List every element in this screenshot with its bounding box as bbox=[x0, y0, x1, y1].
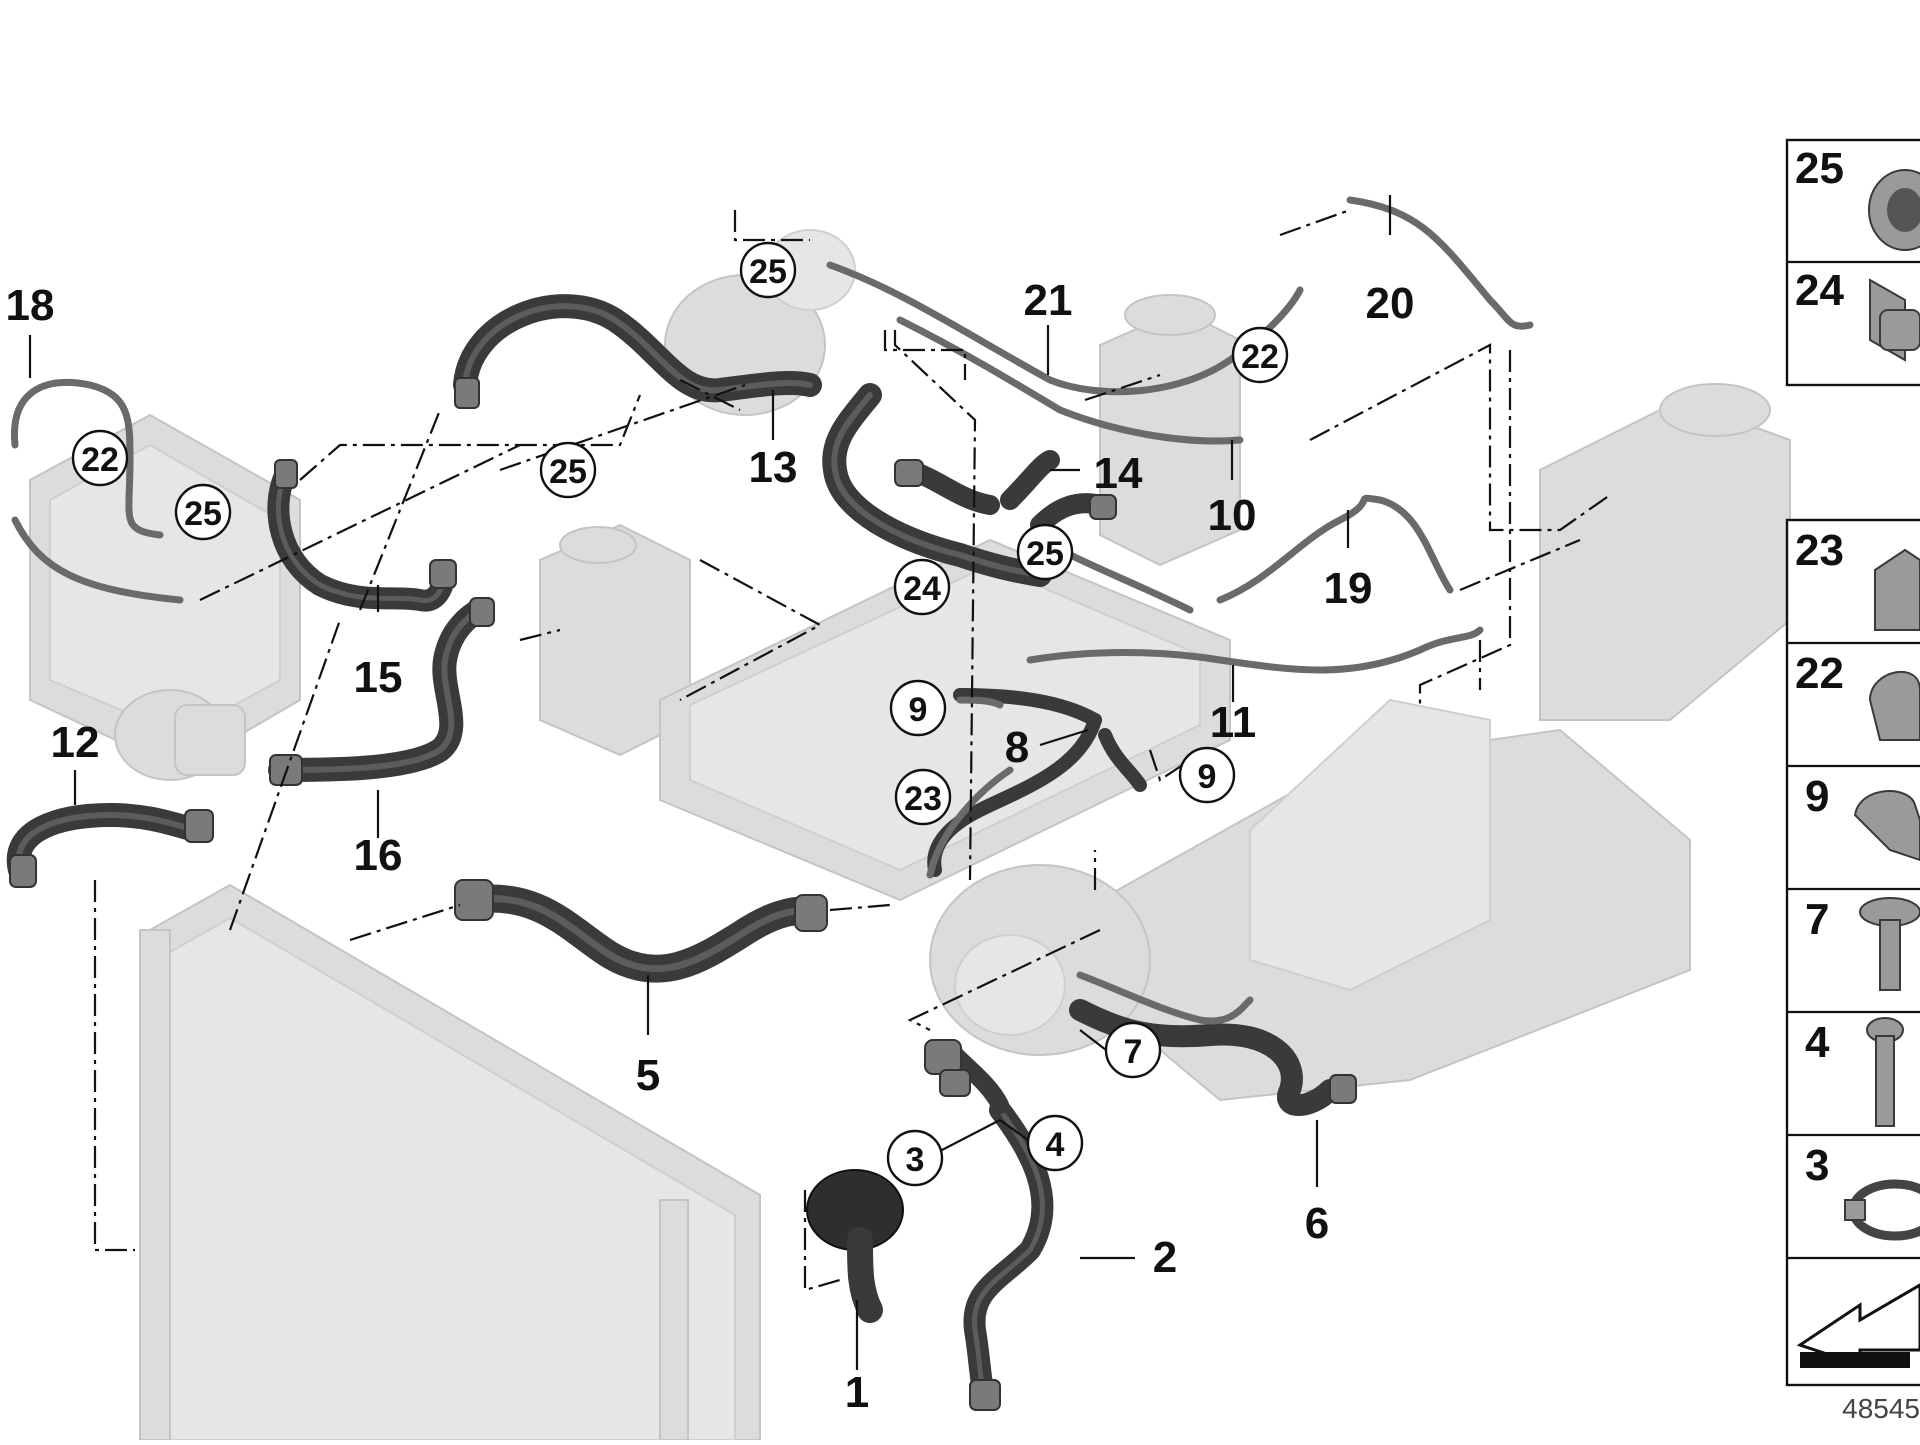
svg-text:7: 7 bbox=[1805, 895, 1829, 944]
svg-text:25: 25 bbox=[1026, 535, 1064, 573]
radiator bbox=[139, 883, 761, 1441]
legend-item-7: 7 bbox=[1805, 895, 1920, 991]
bolt-4-icon bbox=[1866, 1017, 1904, 1127]
legend-item-24: 24 bbox=[1795, 266, 1920, 362]
expansion-tank-middle bbox=[539, 523, 691, 757]
circled-label-25a: 25 bbox=[739, 241, 797, 299]
svg-text:7: 7 bbox=[1124, 1033, 1143, 1071]
svg-text:24: 24 bbox=[903, 570, 941, 608]
svg-text:22: 22 bbox=[1795, 649, 1844, 698]
label-5: 5 bbox=[636, 1051, 660, 1100]
arrow-box-icon bbox=[1796, 1283, 1920, 1368]
hose-clamp-3-icon bbox=[1844, 1179, 1920, 1241]
svg-text:3: 3 bbox=[906, 1141, 925, 1179]
legend-item-23: 23 bbox=[1795, 526, 1920, 631]
holder-23-icon bbox=[1874, 548, 1920, 631]
label-10: 10 bbox=[1208, 491, 1257, 540]
svg-text:25: 25 bbox=[184, 495, 222, 533]
svg-text:25: 25 bbox=[549, 453, 587, 491]
legend-item-9: 9 bbox=[1805, 772, 1920, 862]
legend-item-4: 4 bbox=[1805, 1017, 1904, 1127]
circled-labels: 25 22 22 25 25 25 24 9 9 23 7 4 3 bbox=[71, 241, 1289, 1187]
pipes bbox=[10, 196, 1534, 1025]
hoses bbox=[6, 294, 1341, 1411]
label-6: 6 bbox=[1305, 1199, 1329, 1248]
label-16: 16 bbox=[354, 831, 403, 880]
legend-panel: 25 24 23 22 9 bbox=[1785, 138, 1920, 1387]
svg-text:3: 3 bbox=[1805, 1141, 1829, 1190]
label-18: 18 bbox=[6, 281, 55, 330]
label-2: 2 bbox=[1153, 1233, 1177, 1282]
svg-text:25: 25 bbox=[1795, 144, 1844, 193]
holder-22-icon bbox=[1868, 671, 1920, 741]
label-8: 8 bbox=[1005, 723, 1029, 772]
label-ticks bbox=[28, 195, 1392, 1370]
svg-text:4: 4 bbox=[1805, 1018, 1830, 1067]
fittings bbox=[9, 377, 1357, 1411]
diagram-number: 48545 bbox=[1842, 1393, 1920, 1424]
expansion-tank-right bbox=[1539, 383, 1791, 721]
circled-label-23: 23 bbox=[894, 768, 952, 826]
circled-label-25b: 25 bbox=[539, 441, 597, 499]
leader-lines bbox=[93, 208, 1611, 1292]
circled-label-4: 4 bbox=[1026, 1114, 1084, 1172]
bracket-9-icon bbox=[1853, 790, 1920, 862]
svg-text:9: 9 bbox=[909, 691, 928, 729]
svg-text:9: 9 bbox=[1198, 758, 1217, 796]
svg-text:22: 22 bbox=[1241, 338, 1279, 376]
electric-pump-left bbox=[114, 689, 246, 781]
legend-item-25: 25 bbox=[1795, 144, 1920, 251]
legend-item-22: 22 bbox=[1795, 649, 1920, 741]
clip-24-icon bbox=[1869, 278, 1920, 362]
label-21: 21 bbox=[1024, 276, 1073, 325]
svg-text:4: 4 bbox=[1046, 1126, 1065, 1164]
svg-text:9: 9 bbox=[1805, 772, 1829, 821]
circled-label-22a: 22 bbox=[71, 429, 129, 487]
svg-text:23: 23 bbox=[904, 780, 942, 818]
label-14: 14 bbox=[1094, 449, 1143, 498]
circled-label-22b: 22 bbox=[1231, 326, 1289, 384]
label-12: 12 bbox=[51, 718, 100, 767]
background-components bbox=[29, 229, 1791, 1441]
clamp-25-icon bbox=[1868, 169, 1920, 251]
label-19: 19 bbox=[1324, 564, 1373, 613]
label-1: 1 bbox=[845, 1368, 869, 1417]
circled-label-24: 24 bbox=[893, 558, 951, 616]
circled-label-25c: 25 bbox=[174, 483, 232, 541]
svg-text:23: 23 bbox=[1795, 526, 1844, 575]
svg-text:22: 22 bbox=[81, 441, 119, 479]
label-13: 13 bbox=[749, 443, 798, 492]
svg-text:25: 25 bbox=[749, 253, 787, 291]
bolt-7-icon bbox=[1859, 897, 1920, 991]
legend-item-3: 3 bbox=[1805, 1141, 1920, 1241]
plain-labels: 18 21 20 13 14 10 19 15 11 12 8 16 5 6 2… bbox=[6, 276, 1415, 1417]
circled-label-3: 3 bbox=[886, 1129, 944, 1187]
circled-label-9a: 9 bbox=[889, 679, 947, 737]
svg-text:24: 24 bbox=[1795, 266, 1844, 315]
label-15: 15 bbox=[354, 653, 403, 702]
circled-label-25d: 25 bbox=[1016, 523, 1074, 581]
label-20: 20 bbox=[1366, 279, 1415, 328]
label-11: 11 bbox=[1210, 698, 1257, 747]
circled-label-7: 7 bbox=[1104, 1021, 1162, 1079]
circled-label-9b: 9 bbox=[1178, 746, 1236, 804]
